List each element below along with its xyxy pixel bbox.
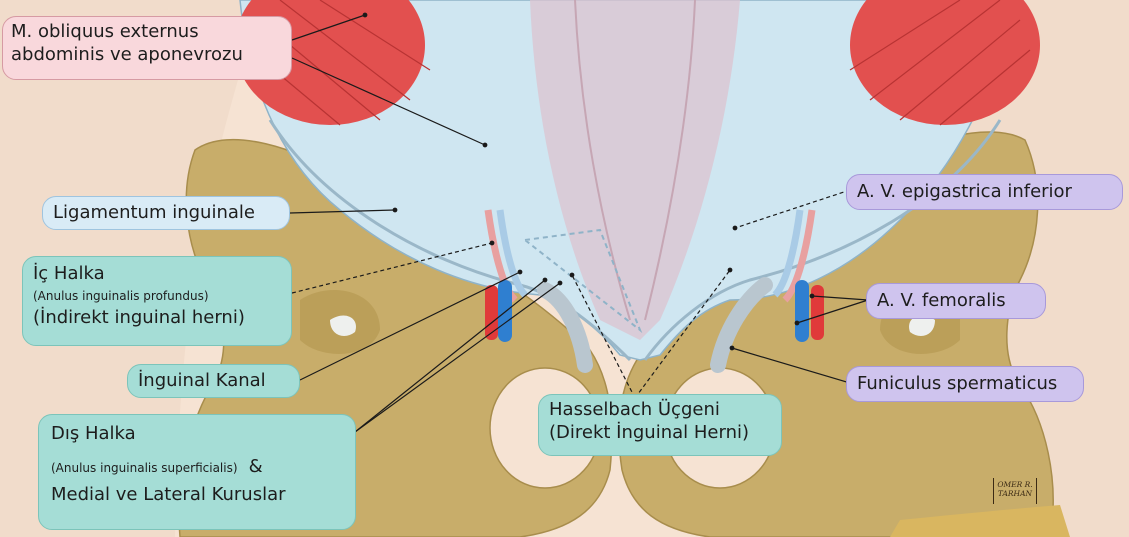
label-funiculus-spermaticus: Funiculus spermaticus bbox=[846, 366, 1084, 402]
label-dis-halka-amp: & bbox=[249, 456, 263, 477]
label-dis-halka: Dış Halka (Anulus inguinalis superficial… bbox=[38, 414, 356, 530]
label-ic-halka-title: İç Halka bbox=[33, 263, 281, 286]
label-funiculus-text: Funiculus spermaticus bbox=[857, 373, 1057, 394]
label-dis-halka-latin: (Anulus inguinalis superficialis) bbox=[51, 461, 238, 475]
label-epigastrica-inferior: A. V. epigastrica inferior bbox=[846, 174, 1123, 210]
label-obliquus-line1: M. obliquus externus bbox=[11, 21, 283, 44]
artist-signature: OMER R. TARHAN bbox=[993, 478, 1037, 504]
label-ligamentum-text: Ligamentum inguinale bbox=[53, 202, 255, 223]
label-obliquus-line2: abdominis ve aponevrozu bbox=[11, 44, 283, 67]
label-dis-halka-title: Dış Halka bbox=[51, 423, 343, 446]
femoral-artery-left bbox=[485, 285, 498, 340]
label-femoralis: A. V. femoralis bbox=[866, 283, 1046, 319]
label-femoralis-text: A. V. femoralis bbox=[877, 290, 1006, 311]
label-dis-halka-note: Medial ve Lateral Kuruslar bbox=[51, 484, 343, 507]
label-inguinal-kanal-text: İnguinal Kanal bbox=[138, 370, 266, 391]
label-ic-halka-note: (İndirekt inguinal herni) bbox=[33, 307, 281, 330]
label-hasselbach: Hasselbach Üçgeni (Direkt İnguinal Herni… bbox=[538, 394, 782, 456]
label-hasselbach-line1: Hasselbach Üçgeni bbox=[549, 399, 771, 422]
femoral-vein-right bbox=[795, 280, 809, 342]
femoral-artery-right bbox=[811, 285, 824, 340]
signature-line1: OMER R. bbox=[994, 480, 1036, 489]
label-ligamentum-inguinale: Ligamentum inguinale bbox=[42, 196, 290, 230]
label-hasselbach-line2: (Direkt İnguinal Herni) bbox=[549, 422, 771, 445]
label-obliquus-externus: M. obliquus externus abdominis ve aponev… bbox=[2, 16, 292, 80]
label-inguinal-kanal: İnguinal Kanal bbox=[127, 364, 300, 398]
label-ic-halka-latin: (Anulus inguinalis profundus) bbox=[33, 289, 281, 304]
label-ic-halka: İç Halka (Anulus inguinalis profundus) (… bbox=[22, 256, 292, 346]
signature-line2: TARHAN bbox=[994, 489, 1036, 498]
femoral-vein-left bbox=[498, 280, 512, 342]
label-epigastrica-text: A. V. epigastrica inferior bbox=[857, 181, 1072, 202]
